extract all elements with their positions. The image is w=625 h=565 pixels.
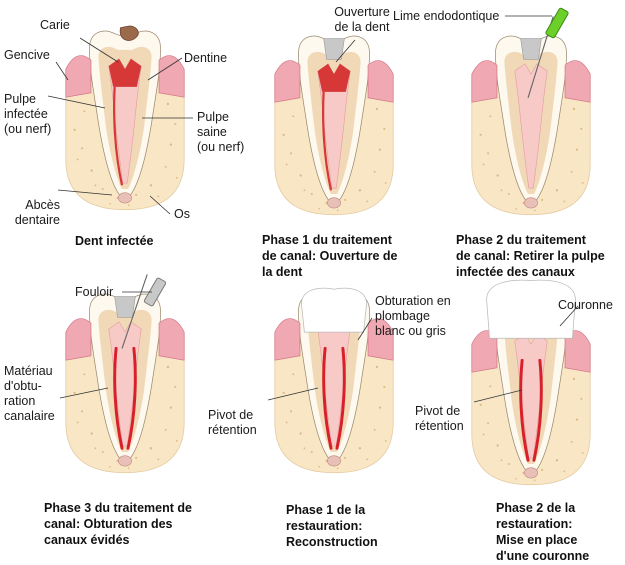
- endodontic-file-icon: [545, 8, 569, 39]
- label-pivot-1: Pivot de rétention: [208, 408, 257, 438]
- caption-dent-infectee: Dent infectée: [75, 233, 154, 249]
- tooth-phase1-opening: [275, 36, 393, 215]
- caption-phase3-traitement: Phase 3 du traitement de canal: Obturati…: [44, 500, 192, 548]
- label-pivot-2: Pivot de rétention: [415, 404, 464, 434]
- label-materiau: Matériau d'obtu- ration canalaire: [4, 364, 55, 424]
- label-dentine: Dentine: [184, 51, 227, 66]
- caption-phase2-traitement: Phase 2 du traitement de canal: Retirer …: [456, 232, 605, 280]
- label-os: Os: [174, 207, 190, 222]
- label-ouverture: Ouverture de la dent: [322, 5, 402, 35]
- label-pulpe-infectee: Pulpe infectée (ou nerf): [4, 92, 51, 137]
- label-couronne: Couronne: [558, 298, 613, 313]
- caption-phase1-restauration: Phase 1 de la restauration: Reconstructi…: [286, 502, 378, 550]
- caption-phase2-restauration: Phase 2 de la restauration: Mise en plac…: [496, 500, 589, 564]
- tooth-phase2-file: [472, 16, 590, 214]
- label-carie: Carie: [40, 18, 70, 33]
- label-gencive: Gencive: [4, 48, 50, 63]
- label-abces: Abcès dentaire: [4, 198, 60, 228]
- caption-phase1-traitement: Phase 1 du traitement de canal: Ouvertur…: [262, 232, 397, 280]
- label-obturation: Obturation en plombage blanc ou gris: [375, 294, 451, 339]
- label-pulpe-saine: Pulpe saine (ou nerf): [197, 110, 244, 155]
- label-fouloir: Fouloir: [75, 285, 113, 300]
- label-lime: Lime endodontique: [393, 9, 499, 24]
- tooth-phase3-filling: [66, 274, 184, 472]
